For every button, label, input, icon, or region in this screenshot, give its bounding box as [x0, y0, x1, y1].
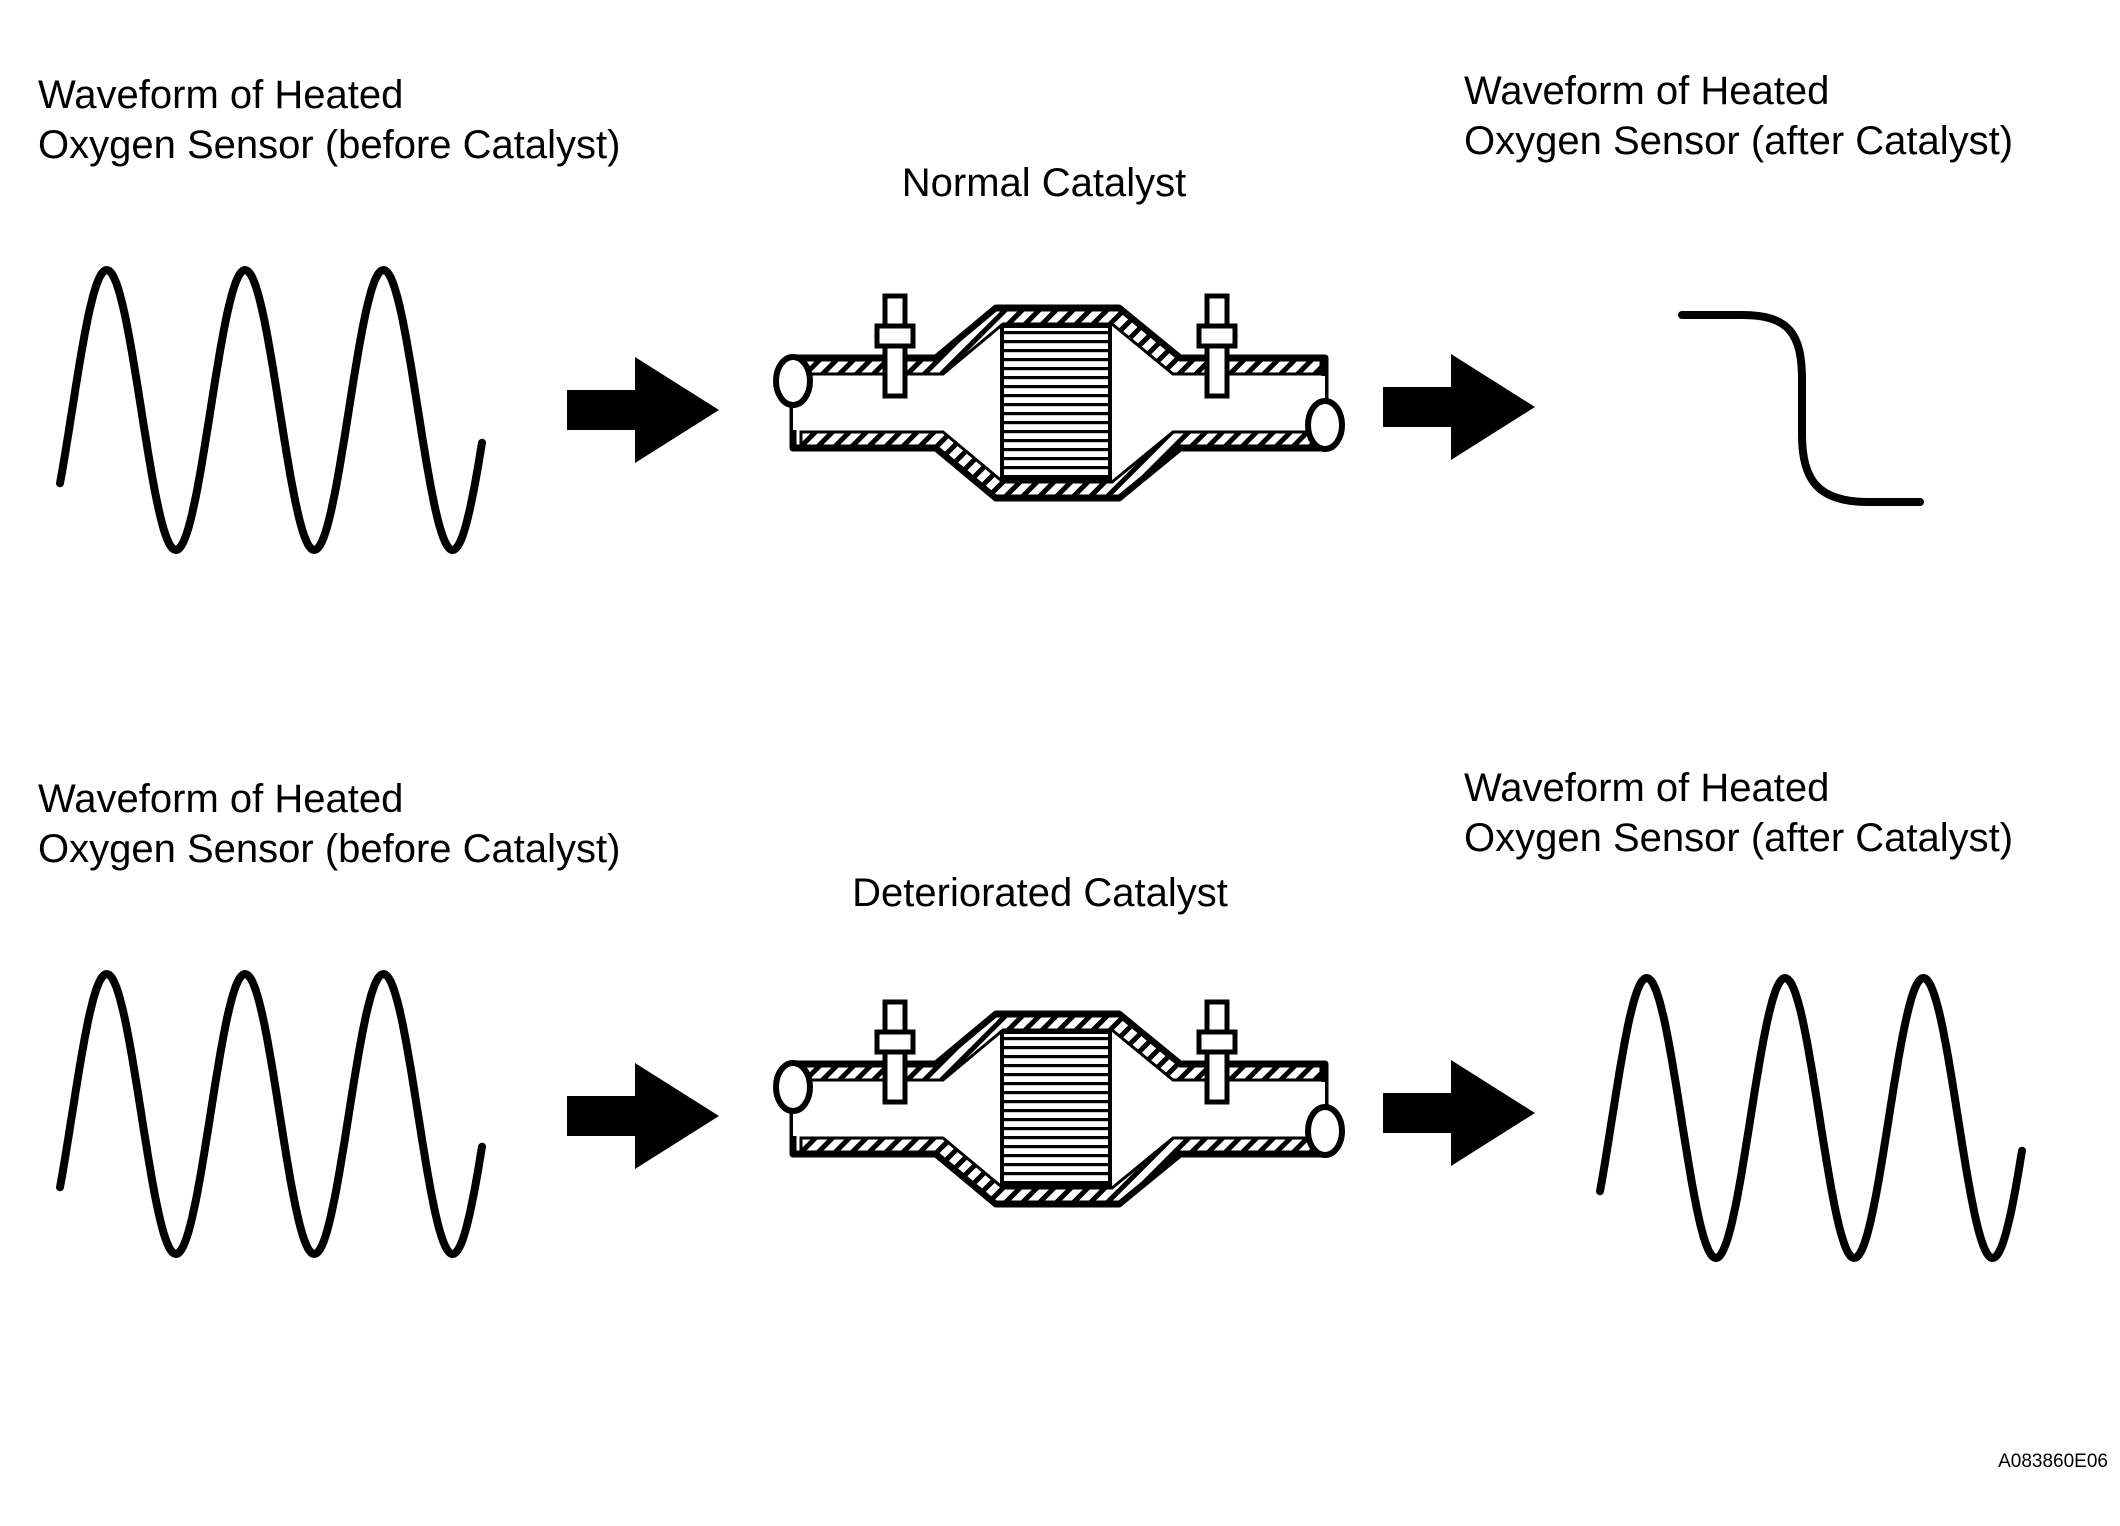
before-waveform	[56, 266, 486, 554]
flow-arrow-in	[567, 1063, 719, 1169]
flow-arrow-out	[1383, 354, 1535, 460]
flow-arrow-out	[1383, 1060, 1535, 1166]
row-deteriorated: Waveform of Heated Oxygen Sensor (before…	[38, 766, 2026, 1262]
row-normal: Waveform of Heated Oxygen Sensor (before…	[38, 69, 2013, 554]
catalyst-label: Normal Catalyst	[902, 161, 1187, 205]
figure-code: A083860E06	[1998, 1451, 2108, 1472]
deteriorated-catalytic-converter	[776, 1002, 1342, 1204]
after-waveform-oscillating	[1596, 974, 2026, 1262]
normal-catalytic-converter	[776, 296, 1342, 498]
after-waveform-flat	[1678, 311, 1924, 506]
after-label-line1: Waveform of Heated	[1464, 69, 1829, 113]
after-label-line2: Oxygen Sensor (after Catalyst)	[1464, 119, 2013, 163]
before-label-line1: Waveform of Heated	[38, 73, 403, 117]
before-label-line2: Oxygen Sensor (before Catalyst)	[38, 123, 620, 167]
after-label-line2: Oxygen Sensor (after Catalyst)	[1464, 816, 2013, 860]
catalyst-label: Deteriorated Catalyst	[852, 871, 1228, 915]
before-label-line2: Oxygen Sensor (before Catalyst)	[38, 827, 620, 871]
before-waveform	[56, 970, 486, 1258]
flow-arrow-in	[567, 357, 719, 463]
after-label-line1: Waveform of Heated	[1464, 766, 1829, 810]
before-label-line1: Waveform of Heated	[38, 777, 403, 821]
